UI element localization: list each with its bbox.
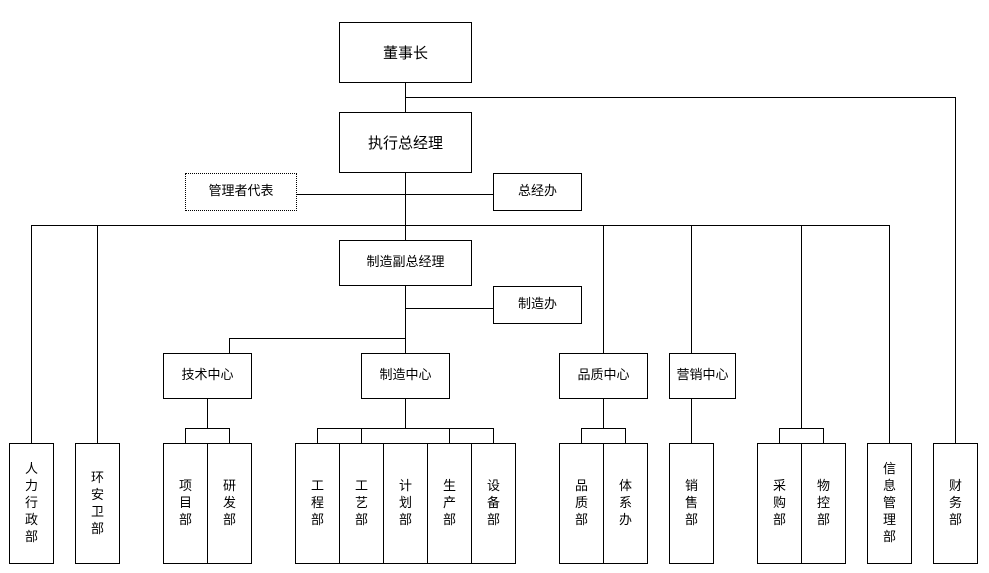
node-finance: 财务部 [933,443,978,564]
node-process: 工艺部 [339,443,384,564]
node-label: 管理者代表 [208,184,274,200]
node-mfg-vp: 制造副总经理 [339,240,472,286]
node-label: 品质中心 [577,368,630,384]
node-label: 计划部 [398,479,412,528]
node-label: 环安卫部 [90,470,104,537]
node-label: 财务部 [948,479,962,528]
node-label: 董事长 [382,43,428,62]
node-material-ctrl: 物控部 [801,443,846,564]
node-quality-dept: 品质部 [559,443,604,564]
node-env-safety: 环安卫部 [75,443,120,564]
node-equipment: 设备部 [471,443,516,564]
node-label: 制造中心 [379,368,432,384]
node-chairman: 董事长 [339,22,472,83]
node-label: 工艺部 [354,479,368,528]
node-label: 体系办 [618,479,632,528]
node-label: 物控部 [816,479,830,528]
node-hr: 人力行政部 [9,443,54,564]
node-label: 采购部 [772,479,786,528]
node-ceo: 执行总经理 [339,112,472,173]
node-label: 制造副总经理 [366,255,445,271]
node-label: 工程部 [310,479,324,528]
node-label: 人力行政部 [24,462,38,545]
node-mfg-center: 制造中心 [361,353,450,399]
node-label: 总经办 [517,184,557,200]
node-info-mgmt: 信息管理部 [867,443,912,564]
node-sales-dept: 销售部 [669,443,714,564]
node-system-office: 体系办 [603,443,648,564]
node-label: 执行总经理 [367,133,443,152]
node-project: 项目部 [163,443,208,564]
node-label: 研发部 [222,479,236,528]
node-label: 信息管理部 [882,462,896,545]
node-purchasing: 采购部 [757,443,802,564]
node-planning: 计划部 [383,443,428,564]
node-mgmt-rep: 管理者代表 [185,173,297,211]
node-label: 技术中心 [181,368,234,384]
node-rnd: 研发部 [207,443,252,564]
node-engineering: 工程部 [295,443,340,564]
node-mfg-office: 制造办 [493,286,582,324]
node-label: 设备部 [486,479,500,528]
node-production: 生产部 [427,443,472,564]
node-tech-center: 技术中心 [163,353,252,399]
node-label: 销售部 [684,479,698,528]
node-gm-office: 总经办 [493,173,582,211]
node-label: 项目部 [178,479,192,528]
node-label: 营销中心 [676,368,729,384]
node-label: 生产部 [442,479,456,528]
node-sales-center: 营销中心 [669,353,736,399]
node-label: 品质部 [574,479,588,528]
node-label: 制造办 [517,297,557,313]
node-quality-center: 品质中心 [559,353,648,399]
